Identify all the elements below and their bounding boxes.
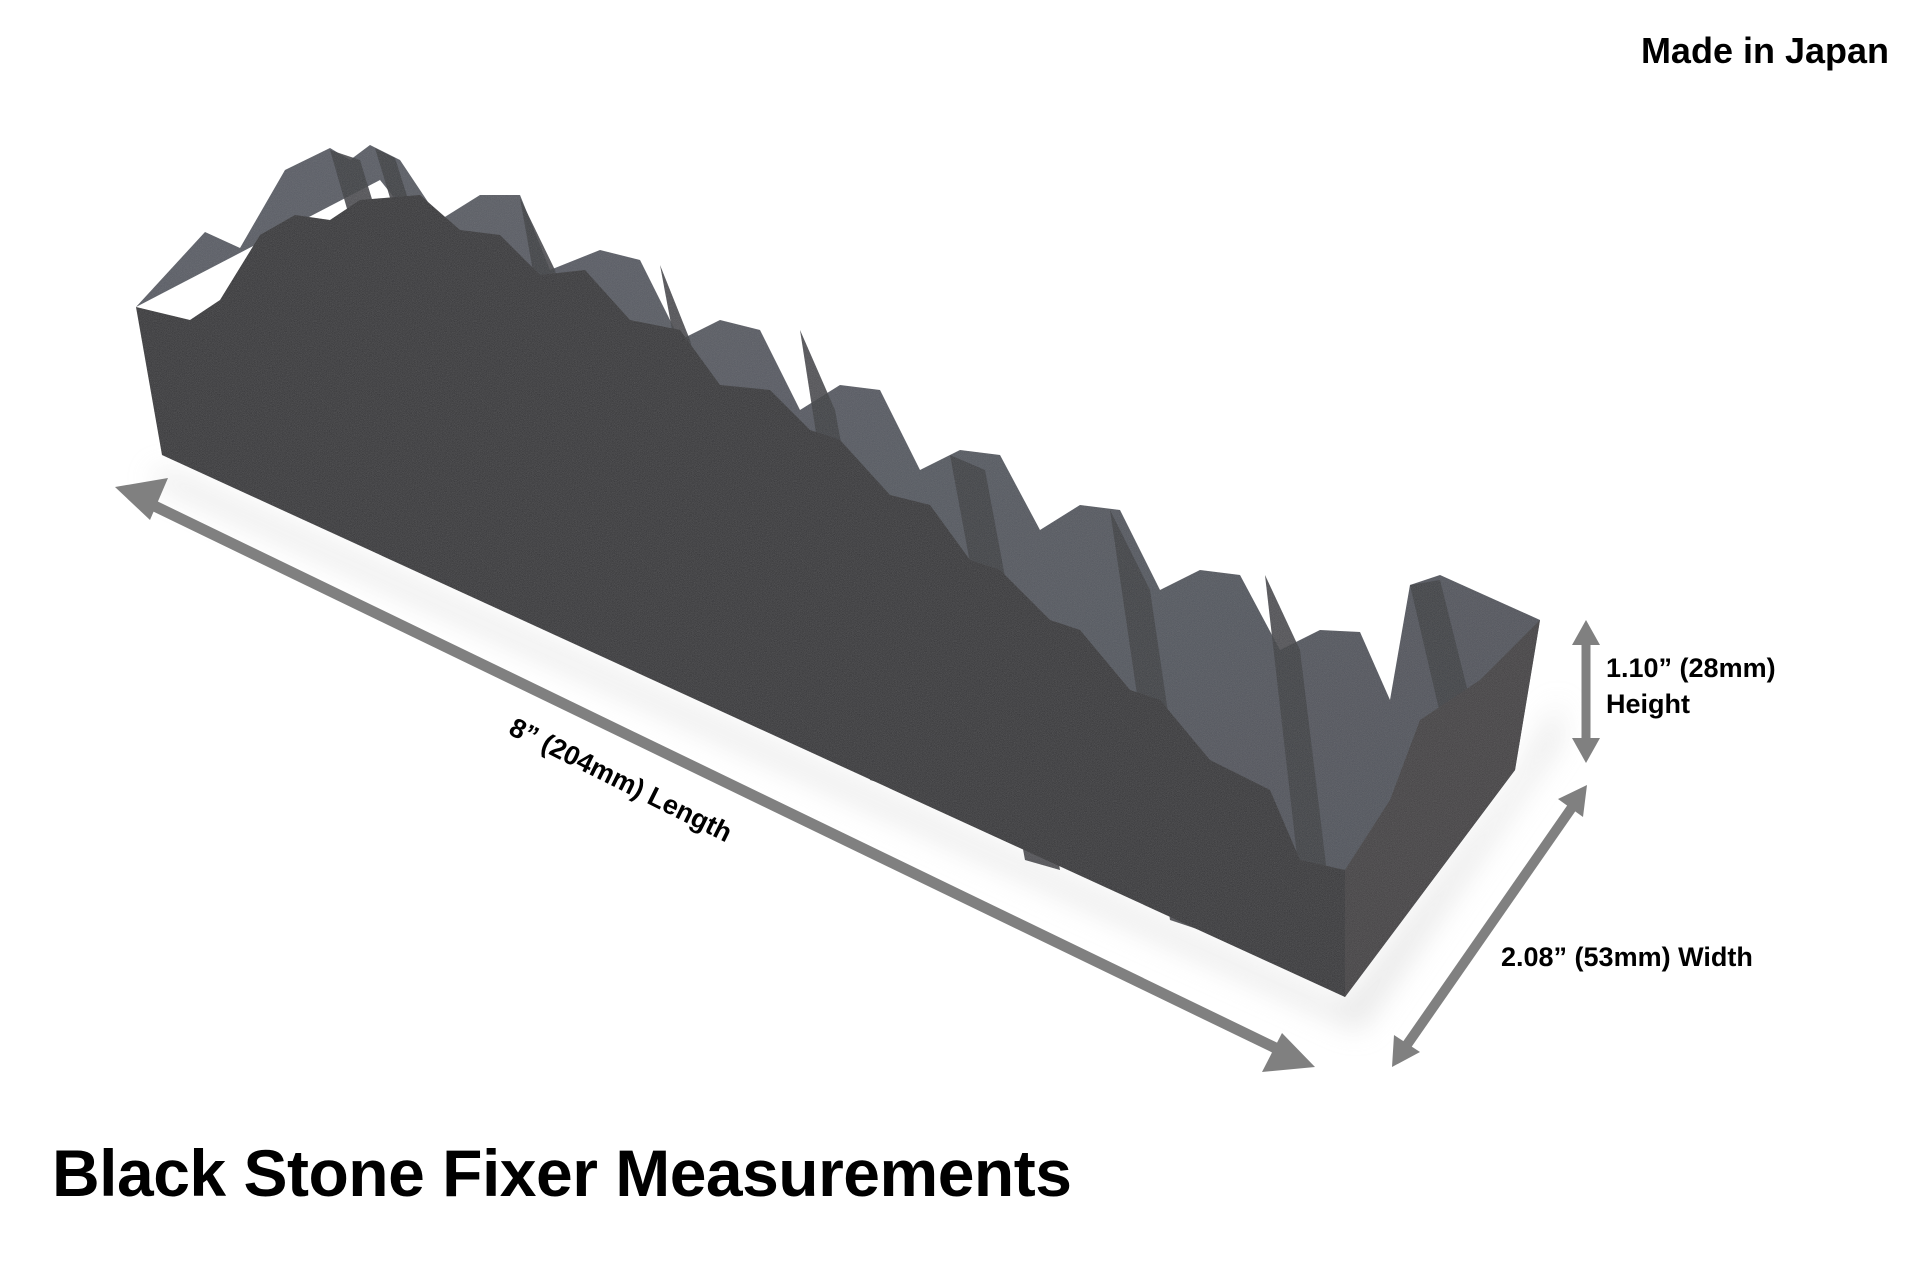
page-title: Black Stone Fixer Measurements bbox=[52, 1136, 1072, 1210]
height-arrow bbox=[1572, 620, 1600, 763]
height-value: 1.10” (28mm) bbox=[1606, 653, 1776, 683]
stone-fixer bbox=[136, 145, 1540, 997]
width-arrow bbox=[1392, 785, 1587, 1067]
length-arrow bbox=[115, 478, 1315, 1072]
height-caption: Height bbox=[1606, 689, 1690, 719]
stone-front-side bbox=[136, 195, 1345, 997]
width-label: 2.08” (53mm) Width bbox=[1501, 942, 1753, 972]
height-label: 1.10” (28mm) Height bbox=[1606, 650, 1776, 722]
made-in-japan-label: Made in Japan bbox=[1640, 30, 1889, 71]
stone-end-face bbox=[1345, 620, 1540, 997]
